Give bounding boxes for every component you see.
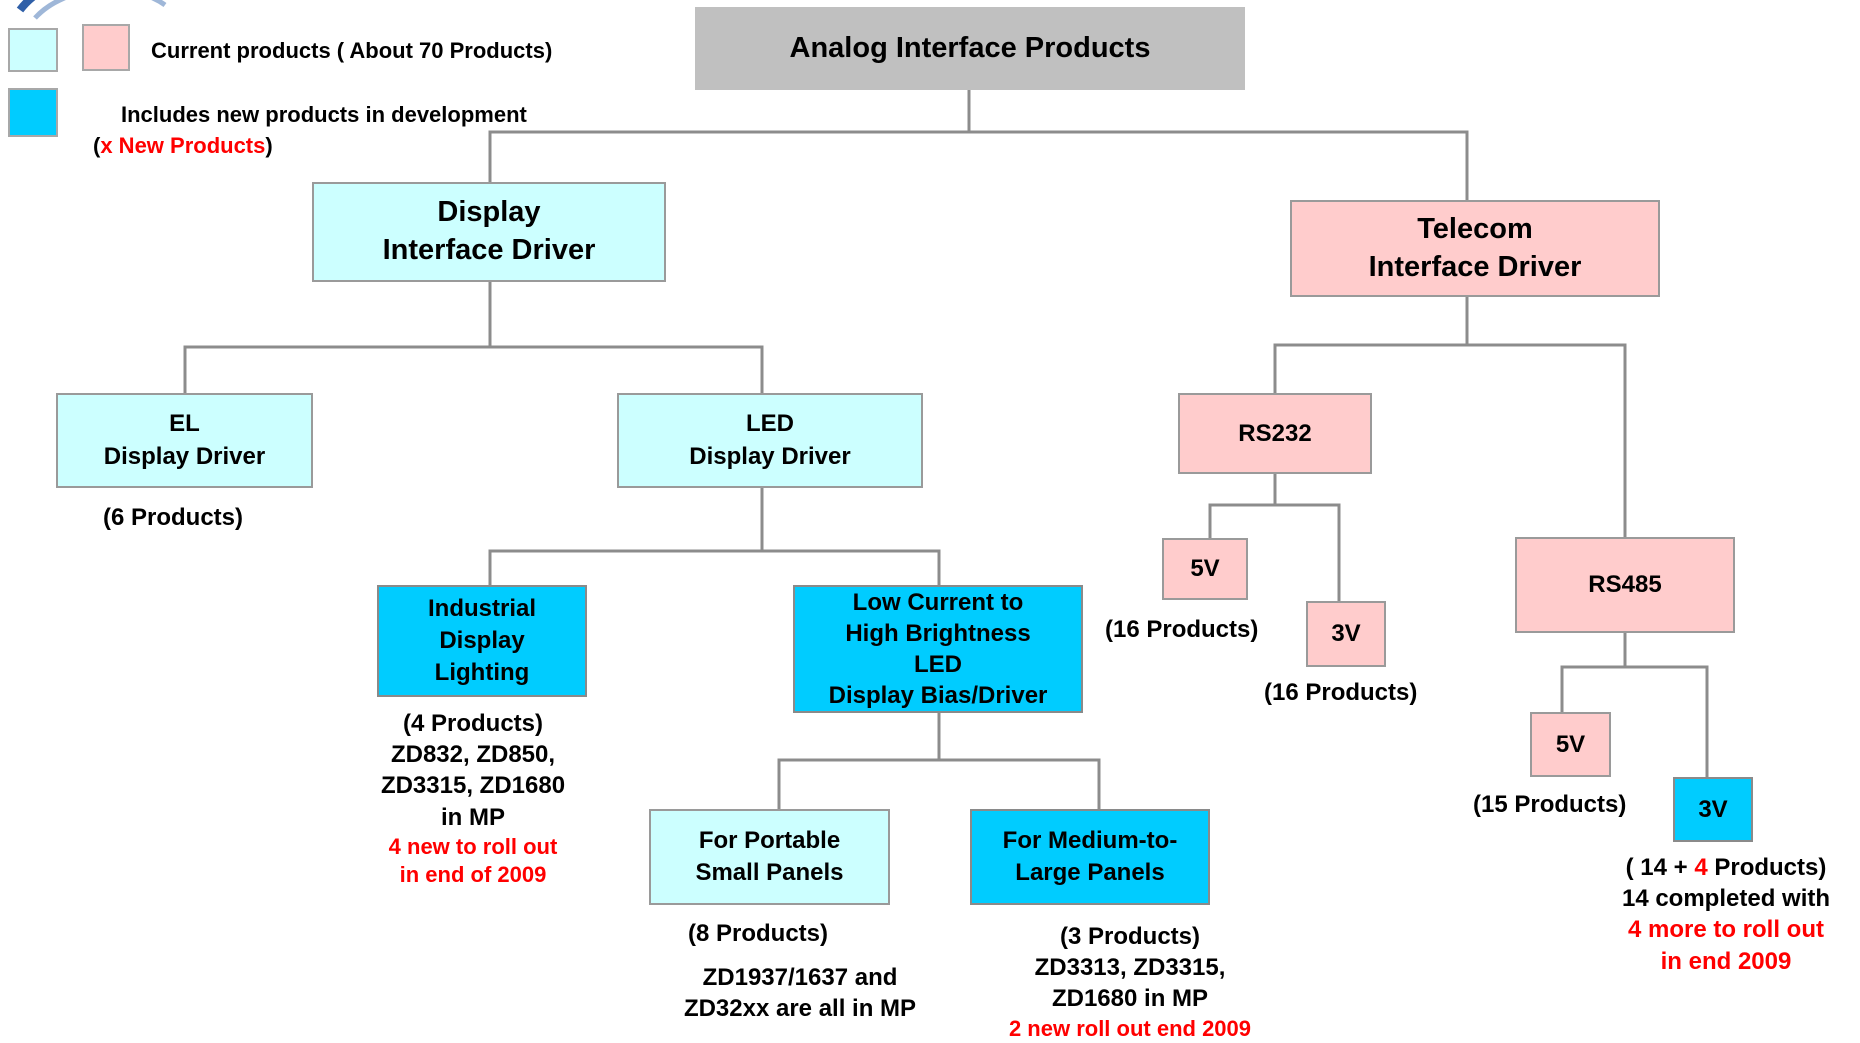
- rs232-5v-node: 5V: [1162, 538, 1248, 600]
- rs232-3v-node: 3V: [1306, 601, 1386, 667]
- medium-note-status: ZD1680 in MP: [1051, 985, 1209, 1013]
- el-line2: Display Driver: [103, 442, 266, 470]
- portable-note-line1: ZD1937/1637 and: [702, 964, 898, 991]
- legend-swatch-blue: [8, 88, 58, 137]
- legend-new-dev-label: Includes new products in development: [121, 102, 527, 127]
- el-line1: EL: [169, 410, 200, 438]
- display-interface-node: Display Interface Driver: [312, 182, 666, 282]
- rs485-5v-node: 5V: [1530, 712, 1611, 777]
- rs485-3v-notes: ( 14 + 4 Products) 14 completed with 4 m…: [1596, 852, 1856, 977]
- medium-line2: Large Panels: [1015, 859, 1165, 886]
- rs485-5v-count: (15 Products): [1473, 791, 1627, 818]
- industrial-note-parts2: ZD3315, ZD1680: [380, 772, 566, 800]
- legend-swatch-pink: [82, 24, 130, 71]
- rs232-5v-count: (16 Products): [1105, 616, 1259, 643]
- rs485-node: RS485: [1515, 537, 1735, 633]
- rs485-3v-count: ( 14 + 4 Products): [1625, 854, 1827, 881]
- rs232-3v-count: (16 Products): [1264, 679, 1418, 706]
- root-label: Analog Interface Products: [789, 32, 1151, 64]
- display-line2: Interface Driver: [382, 234, 596, 266]
- portable-count: (8 Products): [688, 920, 829, 947]
- lowcurrent-line4: Display Bias/Driver: [828, 682, 1048, 710]
- portable-line2: Small Panels: [695, 859, 844, 886]
- telecom-interface-node: Telecom Interface Driver: [1290, 200, 1660, 297]
- portable-notes: ZD1937/1637 and ZD32xx are all in MP: [660, 962, 940, 1024]
- industrial-lighting-node: Industrial Display Lighting: [377, 585, 587, 697]
- display-line1: Display: [437, 196, 541, 229]
- rs485-3v-node: 3V: [1673, 777, 1753, 842]
- led-line1: LED: [746, 410, 794, 438]
- industrial-note-count: (4 Products): [402, 710, 543, 737]
- led-line2: Display Driver: [689, 442, 851, 470]
- industrial-red-note1: 4 new to roll out: [388, 833, 558, 859]
- rs485-3v-label: 3V: [1698, 795, 1728, 823]
- telecom-line2: Interface Driver: [1368, 250, 1582, 283]
- logo-emblem: [16, 0, 167, 20]
- industrial-line2: Display: [439, 627, 525, 655]
- rs485-3v-completed: 14 completed with: [1621, 885, 1831, 913]
- rs232-3v-label: 3V: [1331, 620, 1361, 647]
- lowcurrent-line3: LED: [914, 651, 962, 678]
- legend-current-label: Current products ( About 70 Products): [151, 38, 553, 63]
- rs232-5v-label: 5V: [1190, 555, 1220, 582]
- medium-line1: For Medium-to-: [1002, 826, 1178, 854]
- led-driver-node: LED Display Driver: [617, 393, 923, 488]
- el-driver-node: EL Display Driver: [56, 393, 313, 488]
- legend-swatch-cyan: [8, 28, 58, 72]
- industrial-notes: (4 Products) ZD832, ZD850, ZD3315, ZD168…: [353, 708, 593, 890]
- rs232-label: RS232: [1238, 419, 1312, 447]
- industrial-note-status: in MP: [441, 803, 505, 831]
- rs485-label: RS485: [1588, 571, 1662, 598]
- medium-note-count: (3 Products): [1059, 923, 1200, 950]
- root-node: Analog Interface Products: [695, 7, 1245, 90]
- portable-line1: For Portable: [698, 826, 841, 854]
- rs485-5v-label: 5V: [1555, 730, 1586, 758]
- industrial-line3: Lighting: [434, 658, 530, 686]
- el-count: (6 Products): [103, 504, 244, 531]
- portable-small-panels-node: For Portable Small Panels: [649, 809, 890, 905]
- telecom-line1: Telecom: [1417, 212, 1533, 245]
- lowcurrent-line2: High Brightness: [845, 619, 1031, 647]
- industrial-red-note2: in end of 2009: [399, 862, 547, 888]
- industrial-line1: Industrial: [427, 595, 536, 623]
- medium-note-parts: ZD3313, ZD3315,: [1034, 954, 1226, 982]
- industrial-note-parts1: ZD832, ZD850,: [390, 741, 556, 769]
- rs485-3v-red-note1: 4 more to roll out: [1627, 916, 1824, 944]
- portable-note-line2: ZD32xx are all in MP: [683, 995, 917, 1023]
- low-current-led-node: Low Current to High Brightness LED Displ…: [793, 585, 1083, 713]
- medium-notes: (3 Products) ZD3313, ZD3315, ZD1680 in M…: [980, 921, 1280, 1043]
- legend-new-products-note: (x New Products): [93, 133, 273, 158]
- medium-large-panels-node: For Medium-to- Large Panels: [970, 809, 1210, 905]
- rs232-node: RS232: [1178, 393, 1372, 474]
- lowcurrent-line1: Low Current to: [852, 588, 1024, 616]
- rs485-3v-red-note2: in end 2009: [1660, 947, 1792, 975]
- medium-red-note: 2 new roll out end 2009: [1008, 1015, 1252, 1041]
